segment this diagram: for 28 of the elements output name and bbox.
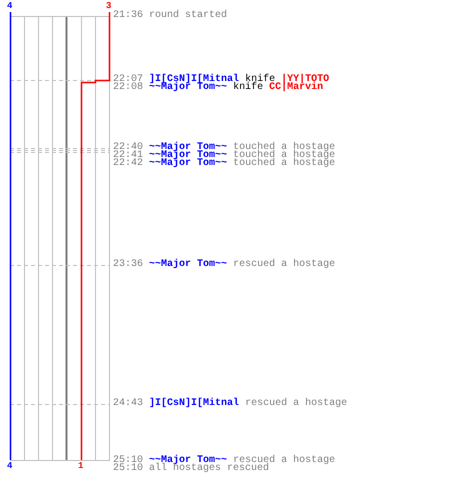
player-name: ~~Major Tom~~ — [149, 160, 228, 168]
event-text: touched a hostage — [233, 160, 336, 168]
timestamp: 22:40 — [113, 144, 144, 152]
timestamp: 23:36 — [113, 261, 144, 269]
timestamp: 25:10 — [113, 465, 144, 473]
player-count: 4 — [7, 461, 12, 471]
timestamp: 21:36 — [113, 12, 144, 20]
weapon: knife — [233, 84, 264, 92]
player-name: ~~Major Tom~~ — [149, 261, 228, 269]
player-name: ]I[CsN]I[Mitnal — [149, 400, 240, 408]
event-text: rescued a hostage — [245, 400, 348, 408]
timestamp: 22:41 — [113, 152, 144, 160]
timestamp: 22:07 — [113, 76, 144, 84]
event-text: rescued a hostage — [233, 261, 336, 269]
event-text: round started — [149, 12, 228, 20]
player-count: 1 — [78, 461, 84, 471]
player-count: 4 — [7, 1, 12, 11]
player-name: ]I[CsN]I[Mitnal — [149, 76, 240, 84]
player-name: ~~Major Tom~~ — [149, 457, 228, 465]
event-text: all hostages rescued — [149, 465, 270, 473]
victim: CC|Marvin — [269, 84, 324, 92]
victim: |YY|TOTO — [281, 76, 330, 84]
timestamp: 22:08 — [113, 84, 144, 92]
player-name: ~~Major Tom~~ — [149, 84, 228, 92]
timestamp: 25:10 — [113, 457, 144, 465]
timestamp: 24:43 — [113, 400, 144, 408]
player-count: 3 — [106, 1, 112, 11]
timestamp: 22:42 — [113, 160, 144, 168]
